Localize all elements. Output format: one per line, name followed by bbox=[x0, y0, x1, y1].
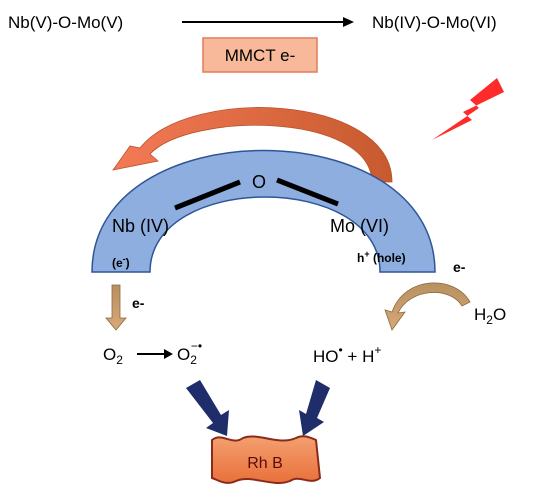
electron-transfer-curved-arrow bbox=[112, 107, 393, 183]
lightning-icon bbox=[432, 78, 504, 140]
top-left-formula: Nb(V)-O-Mo(V) bbox=[8, 13, 123, 32]
left-electron-label: e- bbox=[132, 295, 145, 311]
right-water-curved-arrow bbox=[384, 282, 471, 331]
mmct-label: MMCT e- bbox=[225, 46, 296, 65]
bond-o-mo bbox=[276, 177, 339, 207]
top-right-formula: Nb(IV)-O-Mo(VI) bbox=[372, 13, 497, 32]
water-label: H2O bbox=[474, 305, 506, 327]
left-navy-arrow bbox=[186, 380, 229, 436]
oxygen-label: O2 bbox=[103, 345, 123, 367]
rhb-label: Rh B bbox=[247, 455, 283, 472]
mo-label: Mo (VI) bbox=[330, 216, 389, 236]
hole-label: h+ (hole) bbox=[357, 249, 406, 265]
bond-nb-o bbox=[174, 179, 241, 211]
rhb-flag bbox=[211, 435, 322, 484]
oxygen-atom-label: O bbox=[252, 172, 266, 192]
electron-label: (e-) bbox=[112, 254, 130, 270]
right-electron-label: e- bbox=[453, 259, 466, 275]
left-electron-arrow bbox=[105, 284, 127, 331]
superoxide-label: O2−• bbox=[177, 339, 202, 367]
nb-label: Nb (IV) bbox=[112, 216, 169, 236]
right-navy-arrow bbox=[299, 380, 330, 436]
oxygen-reaction-arrowhead bbox=[164, 349, 173, 359]
mmct-box bbox=[202, 37, 318, 73]
semiconductor-arc bbox=[91, 149, 436, 273]
hydroxyl-proton-label: HO• + H+ bbox=[313, 343, 381, 366]
top-reaction-arrowhead bbox=[343, 17, 354, 27]
